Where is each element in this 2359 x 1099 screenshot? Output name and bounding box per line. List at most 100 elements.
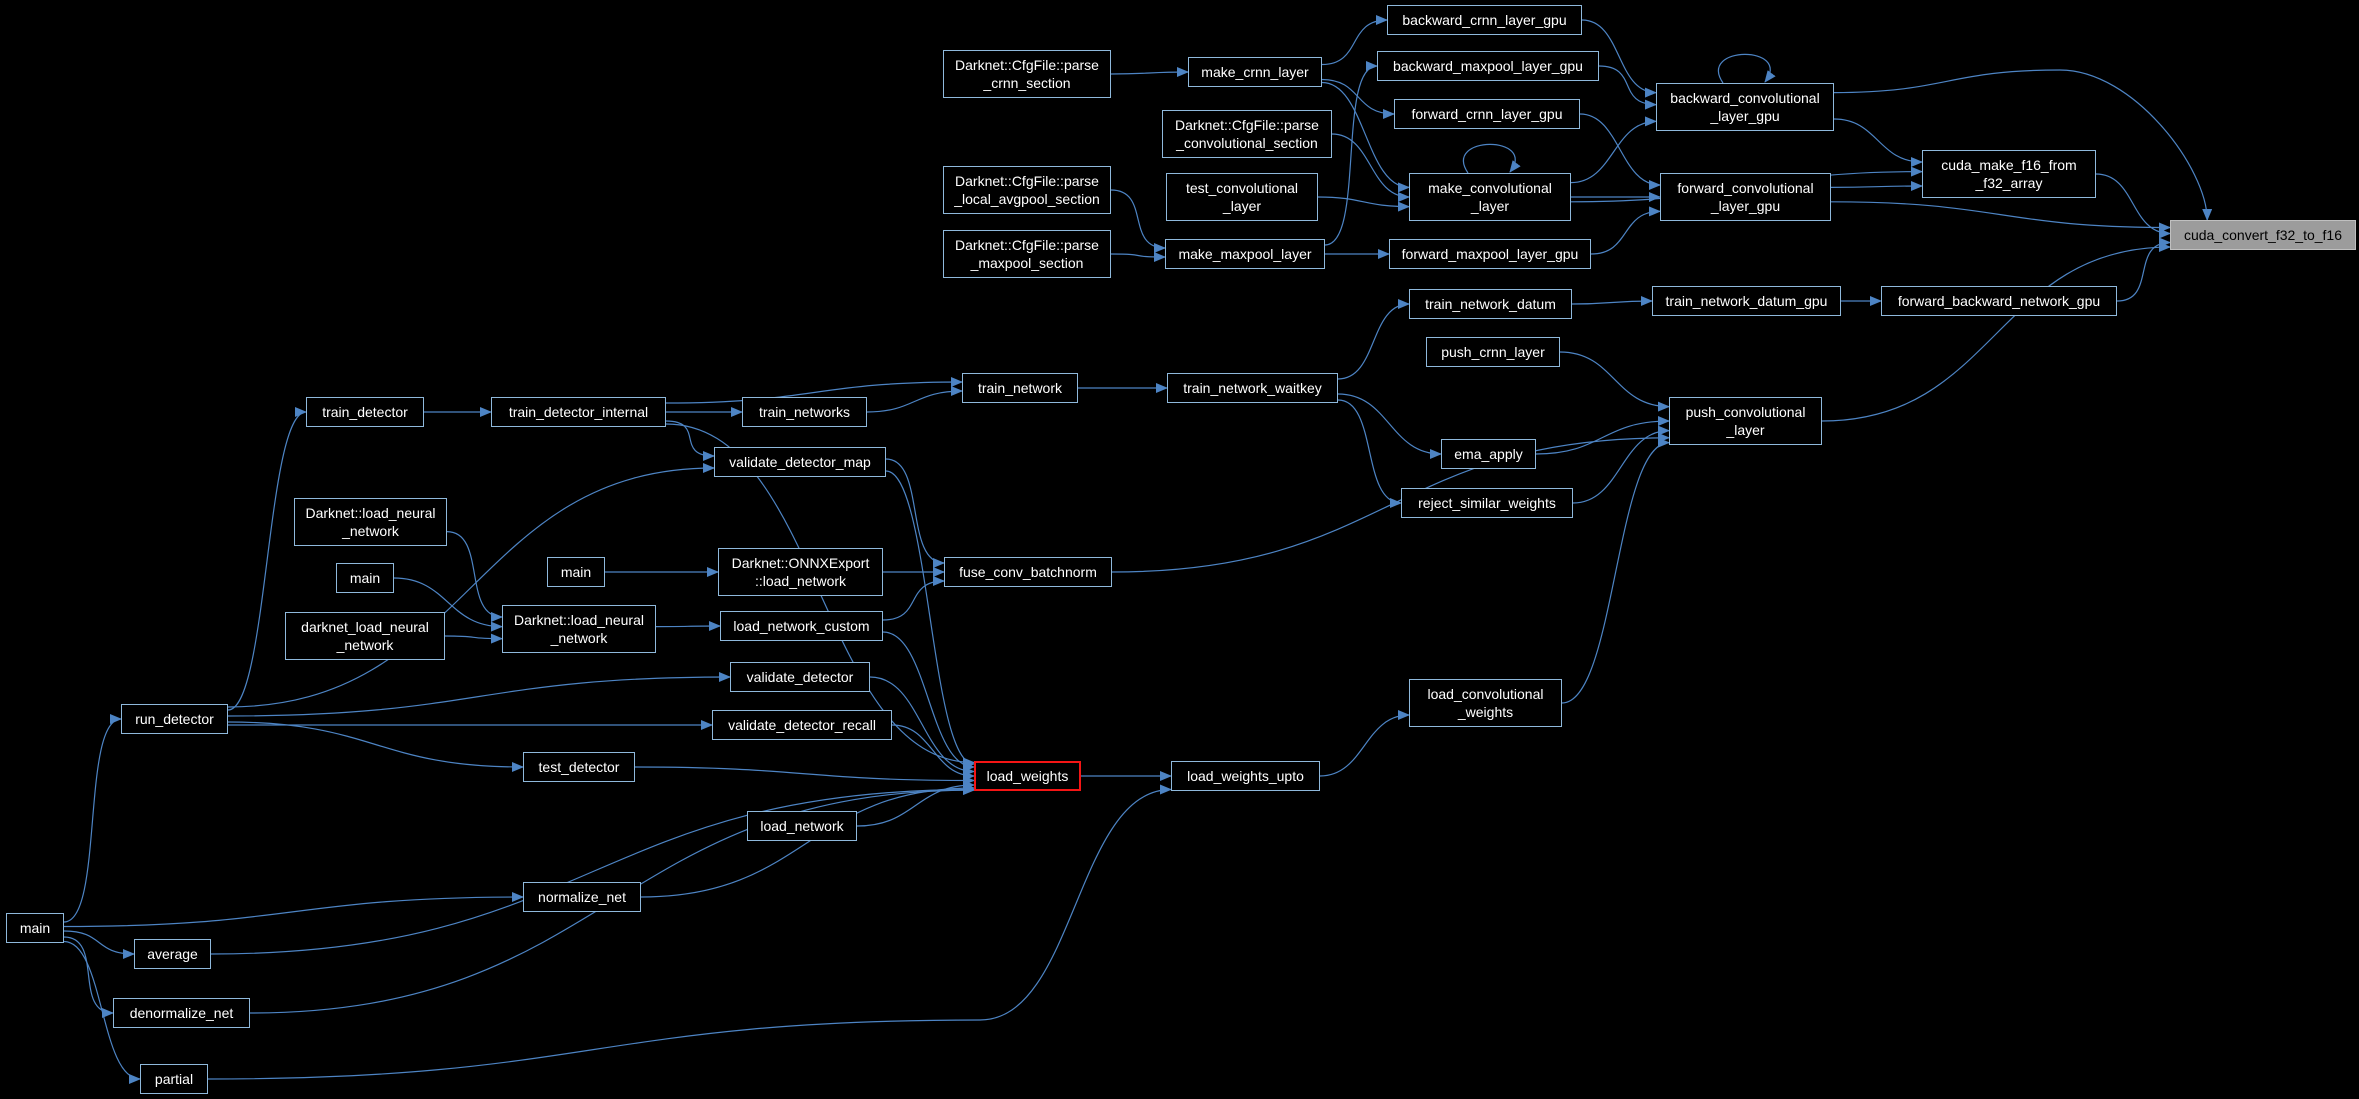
edge-run_detector--validate_detector bbox=[227, 672, 731, 717]
edge-validate_detector_map--fuse_conv_batchnorm bbox=[885, 458, 945, 568]
edge-cuda_make_f16_from_f32_array--cuda_convert_f32_to_f16 bbox=[2095, 173, 2171, 239]
edge-make_convolutional_layer--backward_convolutional_layer_gpu bbox=[1570, 116, 1657, 184]
node-run_detector[interactable]: run_detector bbox=[121, 704, 228, 734]
edge-test_convolutional_layer--make_convolutional_layer bbox=[1317, 196, 1410, 212]
edge-load_network_custom--fuse_conv_batchnorm bbox=[882, 576, 945, 621]
node-validate_detector[interactable]: validate_detector bbox=[730, 662, 870, 692]
node-train_detector[interactable]: train_detector bbox=[306, 397, 424, 427]
node-forward_crnn_layer_gpu[interactable]: forward_crnn_layer_gpu bbox=[1394, 99, 1580, 129]
node-backward_maxpool_layer_gpu[interactable]: backward_maxpool_layer_gpu bbox=[1377, 51, 1599, 81]
node-backward_convolutional_layer_gpu[interactable]: backward_convolutional _layer_gpu bbox=[1656, 83, 1834, 131]
node-cuda_make_f16_from_f32_array[interactable]: cuda_make_f16_from _f32_array bbox=[1922, 150, 2096, 198]
edge-main_1--average bbox=[63, 930, 135, 959]
edge-run_detector--validate_detector_map bbox=[227, 463, 715, 708]
node-average[interactable]: average bbox=[134, 939, 211, 969]
node-parse_local_avgpool_section[interactable]: Darknet::CfgFile::parse _local_avgpool_s… bbox=[943, 166, 1111, 214]
edge-make_crnn_layer--make_convolutional_layer bbox=[1321, 81, 1410, 193]
edge-normalize_net--load_weights bbox=[640, 783, 975, 898]
node-validate_detector_recall[interactable]: validate_detector_recall bbox=[712, 710, 892, 740]
edge-train_detector_internal--train_network bbox=[665, 377, 963, 404]
node-denormalize_net[interactable]: denormalize_net bbox=[113, 998, 250, 1028]
edge-make_convolutional_layer--make_convolutional_layer bbox=[1463, 143, 1521, 174]
node-load_weights_upto[interactable]: load_weights_upto bbox=[1171, 761, 1320, 791]
node-reject_similar_weights[interactable]: reject_similar_weights bbox=[1401, 488, 1573, 518]
node-test_convolutional_layer[interactable]: test_convolutional _layer bbox=[1166, 173, 1318, 221]
edge-partial--load_weights_upto bbox=[207, 784, 1172, 1080]
node-train_network_datum[interactable]: train_network_datum bbox=[1409, 289, 1572, 319]
node-make_convolutional_layer[interactable]: make_convolutional _layer bbox=[1409, 173, 1571, 221]
edge-backward_convolutional_layer_gpu--cuda_convert_f32_to_f16 bbox=[1833, 69, 2213, 221]
edge-backward_convolutional_layer_gpu--backward_convolutional_layer_gpu bbox=[1718, 53, 1776, 84]
edge-parse_maxpool_section--make_maxpool_layer bbox=[1110, 251, 1166, 262]
edge-run_detector--test_detector bbox=[227, 721, 524, 772]
node-forward_backward_network_gpu[interactable]: forward_backward_network_gpu bbox=[1881, 286, 2117, 316]
node-backward_crnn_layer_gpu[interactable]: backward_crnn_layer_gpu bbox=[1387, 5, 1582, 35]
edge-backward_convolutional_layer_gpu--cuda_make_f16_from_f32_array bbox=[1833, 118, 1923, 167]
edge-validate_detector--load_weights bbox=[869, 676, 975, 777]
edge-main_2--load_neural_network_2 bbox=[393, 577, 503, 632]
edge-parse_crnn_section--make_crnn_layer bbox=[1110, 67, 1189, 78]
edge-load_convolutional_weights--push_convolutional_layer bbox=[1561, 437, 1670, 704]
node-load_convolutional_weights[interactable]: load_convolutional _weights bbox=[1409, 679, 1562, 727]
edge-train_detector_internal--validate_detector_map bbox=[665, 420, 715, 461]
node-darknet_load_neural_network[interactable]: darknet_load_neural _network bbox=[285, 612, 445, 660]
node-ema_apply[interactable]: ema_apply bbox=[1441, 439, 1536, 469]
node-validate_detector_map[interactable]: validate_detector_map bbox=[714, 447, 886, 477]
node-load_network[interactable]: load_network bbox=[747, 811, 857, 841]
node-fuse_conv_batchnorm[interactable]: fuse_conv_batchnorm bbox=[944, 557, 1112, 587]
node-make_maxpool_layer[interactable]: make_maxpool_layer bbox=[1165, 239, 1325, 269]
edge-make_maxpool_layer--backward_maxpool_layer_gpu bbox=[1324, 61, 1378, 246]
node-train_network[interactable]: train_network bbox=[962, 373, 1078, 403]
node-load_neural_network_1[interactable]: Darknet::load_neural _network bbox=[294, 498, 447, 546]
node-push_crnn_layer[interactable]: push_crnn_layer bbox=[1426, 337, 1560, 367]
node-parse_maxpool_section[interactable]: Darknet::CfgFile::parse _maxpool_section bbox=[943, 230, 1111, 278]
edge-parse_local_avgpool_section--make_maxpool_layer bbox=[1110, 189, 1166, 253]
edge-train_network_waitkey--train_network_datum bbox=[1337, 299, 1410, 380]
edge-average--load_weights bbox=[210, 784, 975, 955]
edge-train_network_waitkey--reject_similar_weights bbox=[1337, 399, 1402, 508]
node-test_detector[interactable]: test_detector bbox=[523, 752, 635, 782]
edge-validate_detector_map--load_weights bbox=[885, 470, 975, 769]
node-forward_maxpool_layer_gpu[interactable]: forward_maxpool_layer_gpu bbox=[1389, 239, 1591, 269]
edge-load_network--load_weights bbox=[856, 780, 975, 827]
node-load_neural_network_2[interactable]: Darknet::load_neural _network bbox=[502, 605, 656, 653]
node-parse_crnn_section[interactable]: Darknet::CfgFile::parse _crnn_section bbox=[943, 50, 1111, 98]
edge-make_crnn_layer--backward_crnn_layer_gpu bbox=[1321, 15, 1388, 66]
edge-reject_similar_weights--push_convolutional_layer bbox=[1572, 425, 1670, 504]
edge-run_detector--train_detector bbox=[227, 407, 307, 711]
node-onnx_load_network[interactable]: Darknet::ONNXExport ::load_network bbox=[718, 548, 883, 596]
edge-forward_maxpool_layer_gpu--forward_convolutional_layer_gpu bbox=[1590, 206, 1661, 255]
node-main_1[interactable]: main bbox=[6, 913, 64, 943]
node-push_convolutional_layer[interactable]: push_convolutional _layer bbox=[1669, 397, 1822, 445]
node-load_network_custom[interactable]: load_network_custom bbox=[720, 611, 883, 641]
node-train_network_datum_gpu[interactable]: train_network_datum_gpu bbox=[1652, 286, 1841, 316]
node-train_network_waitkey[interactable]: train_network_waitkey bbox=[1167, 373, 1338, 403]
edge-darknet_load_neural_network--load_neural_network_2 bbox=[444, 633, 503, 644]
node-load_weights[interactable]: load_weights bbox=[974, 761, 1081, 791]
node-parse_convolutional_section[interactable]: Darknet::CfgFile::parse _convolutional_s… bbox=[1162, 110, 1332, 158]
edge-train_network_waitkey--ema_apply bbox=[1337, 393, 1442, 459]
edge-push_convolutional_layer--cuda_convert_f32_to_f16 bbox=[1821, 242, 2171, 422]
edge-main_1--partial bbox=[63, 940, 141, 1084]
edge-train_networks--train_network bbox=[866, 386, 963, 413]
node-forward_convolutional_layer_gpu[interactable]: forward_convolutional _layer_gpu bbox=[1660, 173, 1831, 221]
node-main_2[interactable]: main bbox=[336, 563, 394, 593]
node-main_3[interactable]: main bbox=[547, 557, 605, 587]
node-train_networks[interactable]: train_networks bbox=[742, 397, 867, 427]
edge-forward_backward_network_gpu--cuda_convert_f32_to_f16 bbox=[2116, 237, 2171, 302]
edge-load_weights_upto--load_convolutional_weights bbox=[1319, 710, 1410, 777]
node-make_crnn_layer[interactable]: make_crnn_layer bbox=[1188, 57, 1322, 87]
node-partial[interactable]: partial bbox=[140, 1064, 208, 1094]
edge-make_crnn_layer--forward_crnn_layer_gpu bbox=[1321, 78, 1395, 119]
edge-train_network_datum--train_network_datum_gpu bbox=[1571, 296, 1653, 307]
edge-fuse_conv_batchnorm--push_convolutional_layer bbox=[1111, 432, 1670, 573]
edge-load_network_custom--load_weights bbox=[882, 631, 975, 772]
node-train_detector_internal[interactable]: train_detector_internal bbox=[491, 397, 666, 427]
edge-backward_maxpool_layer_gpu--backward_convolutional_layer_gpu bbox=[1598, 65, 1657, 110]
edge-validate_detector_recall--load_weights bbox=[891, 724, 975, 781]
edge-push_crnn_layer--push_convolutional_layer bbox=[1559, 351, 1670, 412]
node-normalize_net[interactable]: normalize_net bbox=[523, 882, 641, 912]
